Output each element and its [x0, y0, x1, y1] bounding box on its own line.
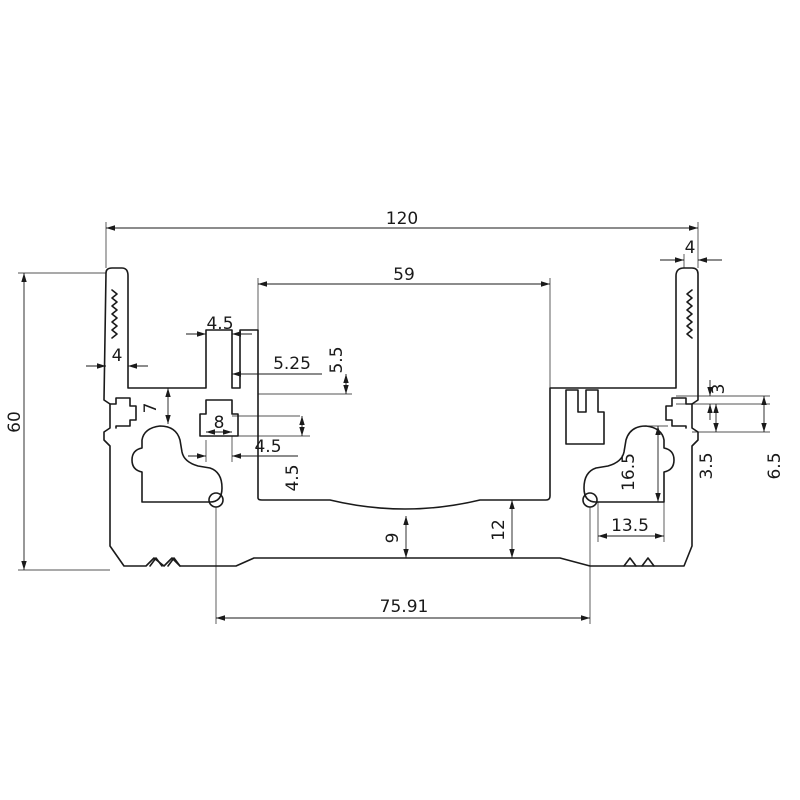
dim-opening-width: 59: [393, 265, 415, 285]
dim-base-min-thickness: 9: [383, 533, 403, 544]
bottom-left-serrations: [149, 557, 181, 567]
dim-groove-depth: 6.5: [765, 452, 785, 479]
dim-screw-spacing: 75.91: [380, 597, 429, 617]
left-channel: [131, 425, 223, 503]
left-key: [199, 399, 239, 437]
left-flange-serrations: [111, 289, 118, 339]
dim-base-max-thickness: 12: [489, 519, 509, 541]
dim-slot-gap: 8: [214, 413, 225, 433]
dim-lip-height: 4.5: [283, 464, 303, 491]
dim-step-height: 5.5: [327, 346, 347, 373]
dim-flange-width-right: 4: [685, 238, 696, 258]
dim-lip-width: 4.5: [254, 437, 281, 457]
dim-ledge-height: 7: [141, 403, 161, 414]
right-key: [565, 389, 605, 445]
dim-wall-thickness-left: 4: [112, 346, 123, 366]
right-t-slot: [665, 397, 693, 429]
dim-overall-height: 60: [5, 411, 25, 433]
dim-overall-width: 120: [386, 209, 418, 229]
dim-groove-height: 3.5: [697, 452, 717, 479]
outer-contour: [103, 267, 699, 567]
dimension-lines: [18, 222, 770, 624]
profile-outline: [103, 267, 699, 567]
dim-step-width: 5.25: [273, 354, 311, 374]
bottom-right-serrations: [623, 557, 655, 567]
right-channel: [583, 425, 675, 503]
left-t-slot: [109, 397, 137, 429]
dim-channel-width: 13.5: [611, 516, 649, 536]
dim-channel-height: 16.5: [619, 453, 639, 491]
right-flange-serrations: [686, 289, 693, 339]
dimension-labels: 120 4 60 59 4.5 4 5.25 5.5 7 8 4.5 4.5 3…: [5, 209, 785, 617]
dim-top-wall-right: 3: [709, 384, 729, 395]
dim-slot-width: 4.5: [206, 314, 233, 334]
